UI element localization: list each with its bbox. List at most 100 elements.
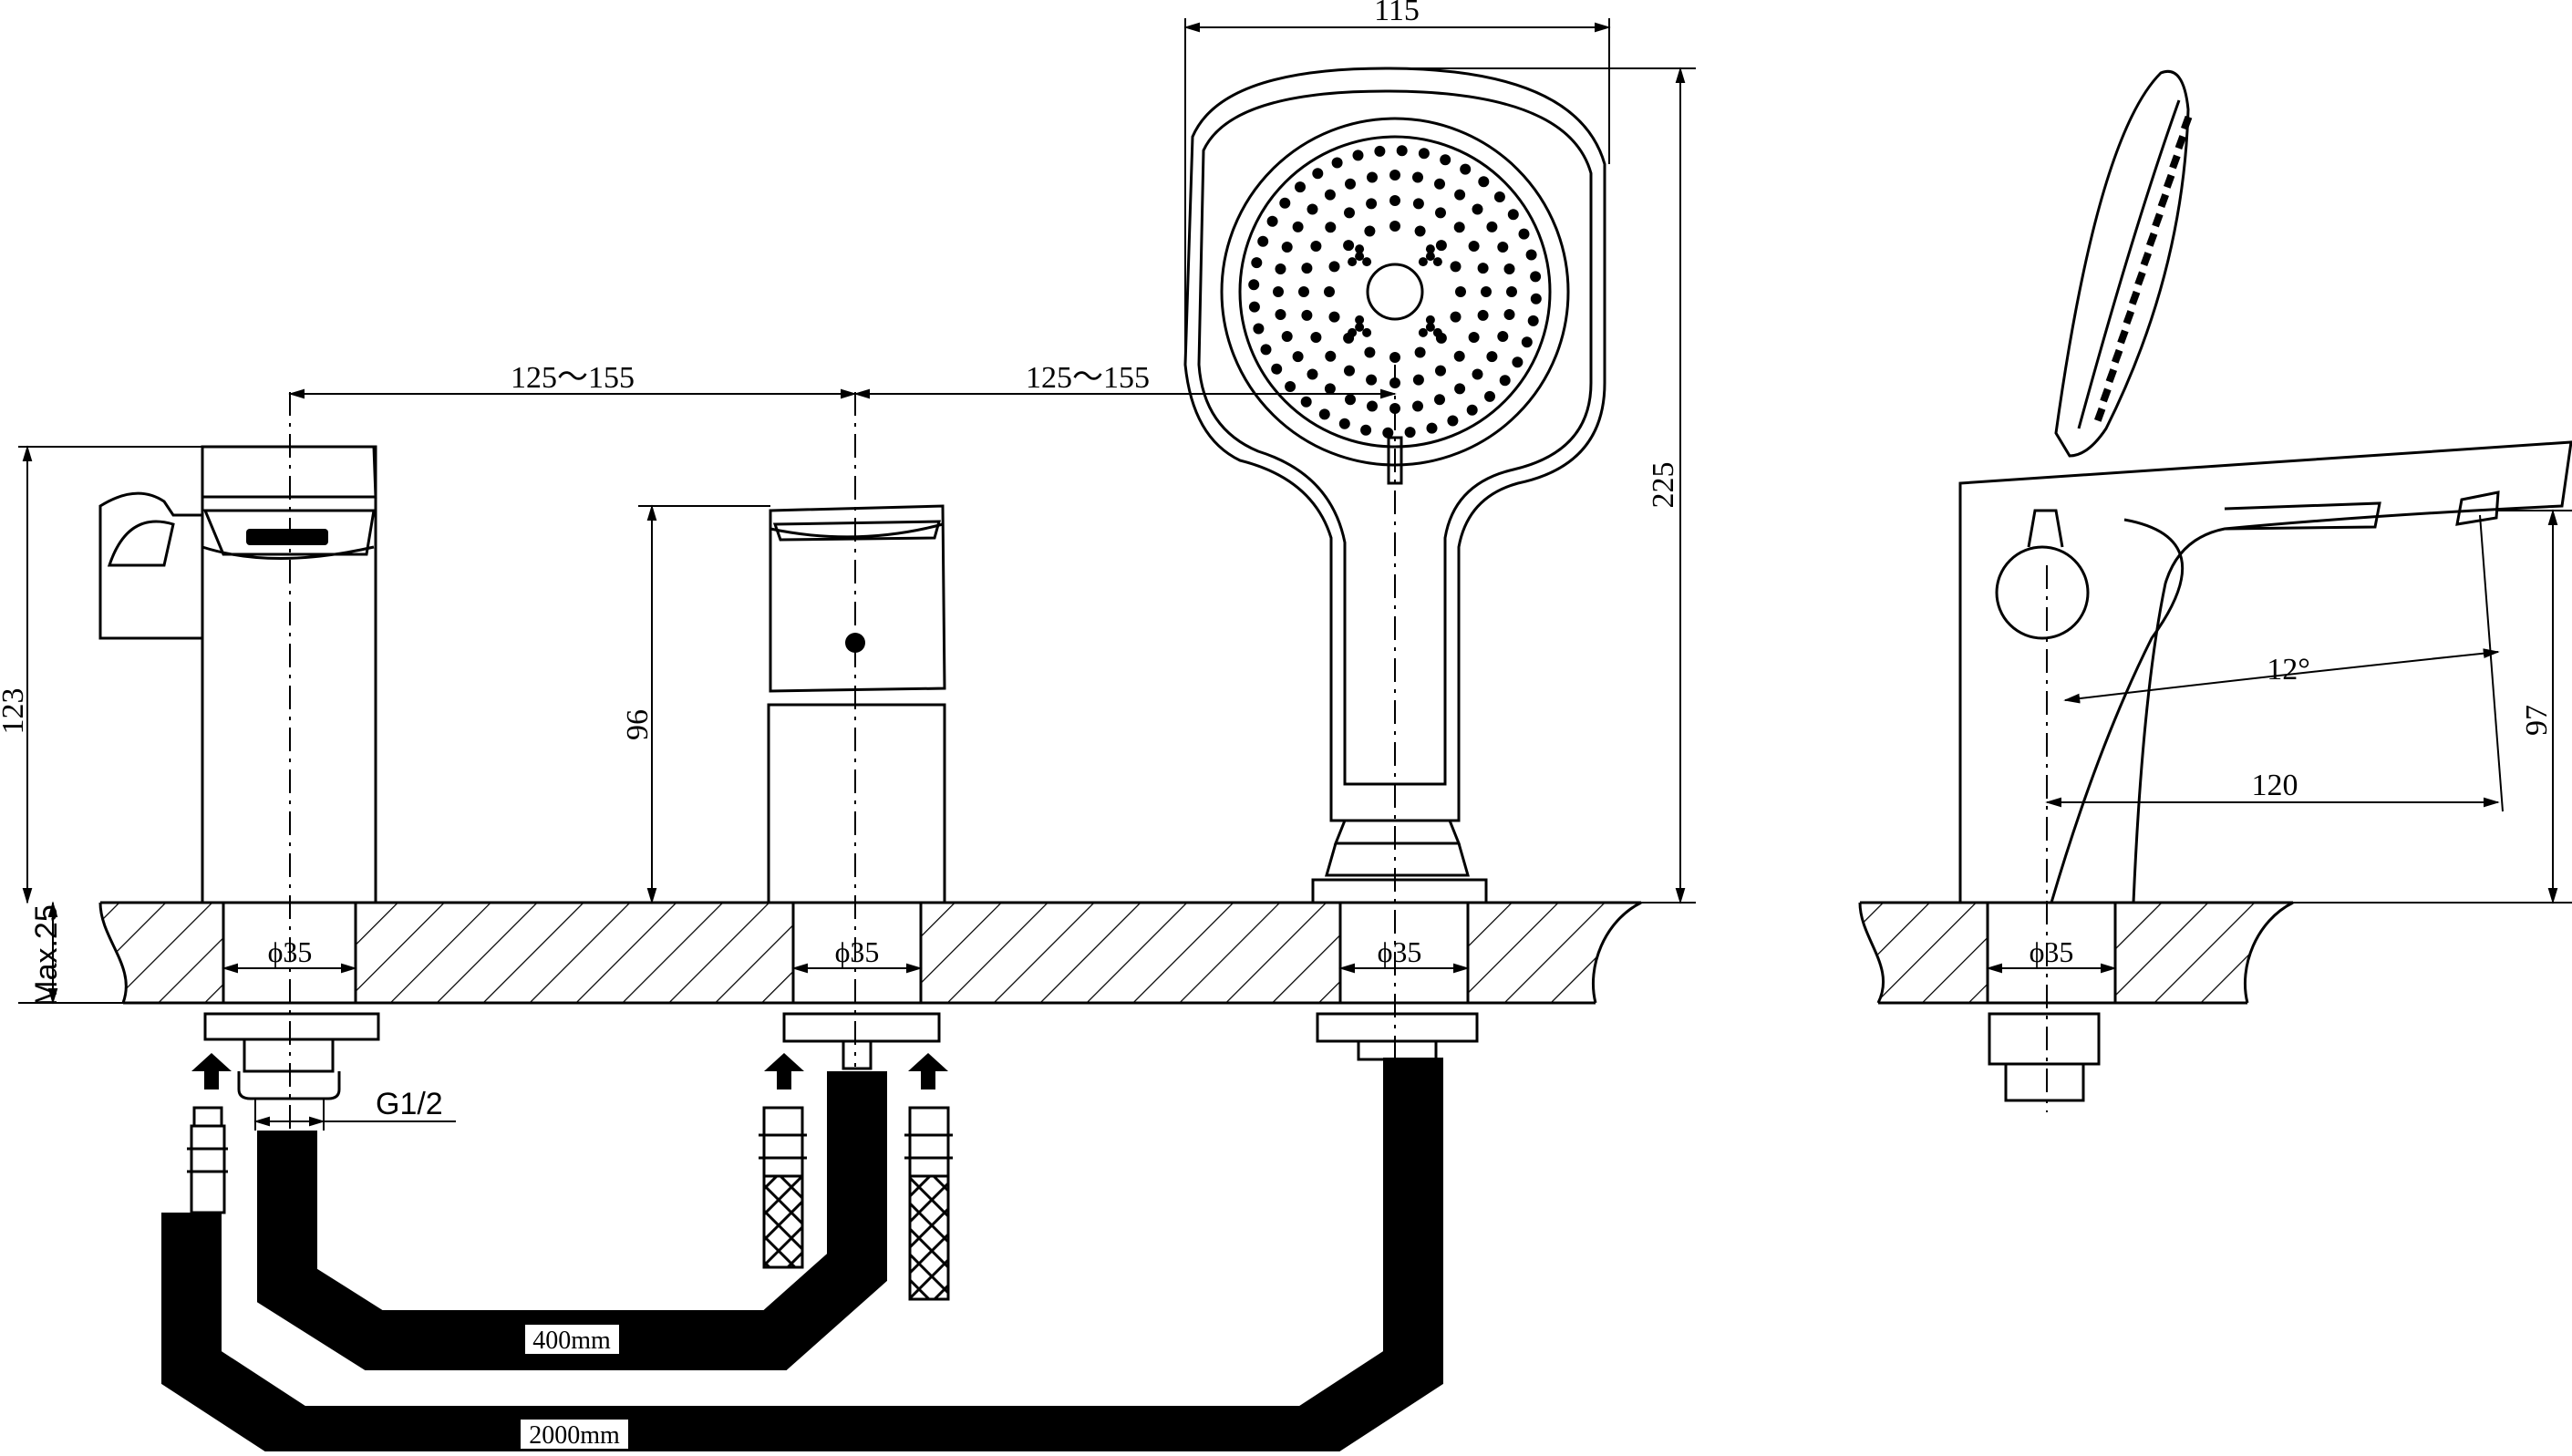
diverter-knob <box>98 491 204 640</box>
shower-head-outer <box>1183 67 1606 822</box>
hose-label-box-short <box>523 1323 621 1356</box>
spray-nozzle <box>1493 191 1505 202</box>
spray-nozzle <box>1506 286 1517 297</box>
spray-nozzle <box>1355 252 1365 262</box>
spray-nozzle <box>1414 346 1426 358</box>
spray-nozzle <box>1279 197 1291 209</box>
side-under-shank <box>2004 1062 2085 1102</box>
spray-nozzle <box>1426 422 1438 434</box>
spray-nozzle <box>1518 228 1530 240</box>
spray-nozzle <box>1521 336 1533 348</box>
deck-hatch <box>921 903 1340 1003</box>
spray-nozzle <box>1425 315 1435 325</box>
spray-nozzle <box>1497 331 1509 342</box>
spray-nozzle <box>1355 322 1365 332</box>
spray-nozzle <box>1295 181 1306 193</box>
spray-nozzle <box>1260 344 1272 356</box>
spray-nozzle <box>1257 235 1269 247</box>
spray-nozzle <box>1468 332 1480 343</box>
deck-section <box>98 901 1642 1005</box>
spray-nozzle <box>1318 408 1330 420</box>
deck-hatch <box>100 903 223 1003</box>
spray-nozzle <box>1364 225 1376 237</box>
spray-nozzle <box>1307 368 1318 380</box>
flex-tail <box>908 1174 950 1301</box>
spray-nozzle <box>1450 311 1462 323</box>
dim-angle: 12° <box>2267 653 2310 687</box>
spray-nozzle <box>1527 315 1539 326</box>
spray-nozzle <box>1344 207 1355 219</box>
spray-nozzle <box>1273 286 1284 297</box>
spray-nozzle <box>1466 404 1478 416</box>
spray-nozzle <box>1301 263 1313 274</box>
side-spray-nozzle <box>2157 193 2170 209</box>
spray-nozzle <box>1434 394 1445 406</box>
spray-nozzle <box>1362 257 1372 267</box>
spray-nozzle <box>1367 400 1378 412</box>
spray-nozzle <box>1477 309 1489 321</box>
spray-nozzle <box>1366 374 1378 386</box>
spray-nozzle <box>1412 374 1424 386</box>
side-spray-nozzle <box>2140 252 2153 267</box>
spray-nozzle <box>1477 263 1489 274</box>
spray-nozzle <box>1530 271 1542 283</box>
mixer-assembly <box>767 504 946 1070</box>
hose-long-length-label: 2000mm <box>529 1421 620 1450</box>
spray-nozzle <box>1366 198 1378 210</box>
spray-nozzle <box>1450 261 1462 273</box>
side-deck-hatch <box>1860 903 1988 1003</box>
spray-nozzle <box>1292 221 1304 232</box>
spray-nozzle <box>1324 286 1335 297</box>
center-lines <box>289 365 2048 1131</box>
spray-nozzle <box>1396 145 1408 157</box>
spray-nozzle <box>1360 424 1372 436</box>
mixer-shank <box>842 1039 873 1070</box>
side-spray-nozzle <box>2181 115 2193 130</box>
dimension-lines: 115 125～155 125～155 225 123 96 Max.25 ϕ3… <box>0 0 2572 1127</box>
spray-nozzle <box>1312 168 1324 180</box>
spray-nozzle <box>1432 327 1442 337</box>
spray-nozzle <box>1345 178 1356 190</box>
spray-nozzle <box>1275 263 1286 274</box>
spray-nozzle <box>1310 241 1322 252</box>
spray-nozzle <box>1355 244 1365 254</box>
shower-under-shank <box>1357 1039 1438 1061</box>
side-spray-nozzle <box>2129 290 2141 305</box>
spray-nozzle <box>1389 195 1400 206</box>
dim-height-side: 97 <box>2520 705 2554 736</box>
side-spout-underside <box>2050 518 2185 904</box>
spray-nozzle <box>1251 257 1263 269</box>
supply-connector-mid <box>759 1106 807 1269</box>
spray-nozzle <box>1404 427 1416 439</box>
side-spray-nozzle <box>2117 329 2129 345</box>
supply-connector-left <box>187 1106 228 1214</box>
side-shower-head <box>2054 70 2190 458</box>
spout-outlet <box>202 509 376 556</box>
dim-hole-right: ϕ35 <box>1378 935 1422 968</box>
spray-nozzle <box>1453 350 1465 362</box>
spray-nozzle <box>1271 363 1283 375</box>
spray-nozzle <box>1331 157 1343 169</box>
flex-tail <box>762 1174 804 1269</box>
spray-nozzle <box>1434 178 1445 190</box>
spray-nozzle <box>1447 415 1459 427</box>
spray-nozzle <box>1307 203 1318 215</box>
spray-nozzle <box>1367 171 1378 183</box>
spray-nozzle <box>1435 365 1446 377</box>
spray-center <box>1366 263 1424 321</box>
spray-nozzle <box>1440 154 1451 166</box>
spray-nozzle <box>1412 171 1423 183</box>
mixer-handle <box>769 504 946 693</box>
spray-nozzle <box>1512 356 1524 368</box>
dim-spacing-right: 125～155 <box>1026 361 1150 395</box>
spray-nozzle <box>1453 222 1465 233</box>
side-spout-tip <box>2224 490 2500 531</box>
side-spray-nozzle <box>2169 154 2181 170</box>
spray-nozzle <box>1414 225 1426 237</box>
spray-nozzle <box>1281 331 1293 342</box>
spray-face-inner <box>1238 135 1552 449</box>
spray-nozzle <box>1325 222 1337 233</box>
deck-hatch <box>1468 903 1641 1003</box>
dim-deck-thickness: Max.25 <box>29 904 64 1007</box>
